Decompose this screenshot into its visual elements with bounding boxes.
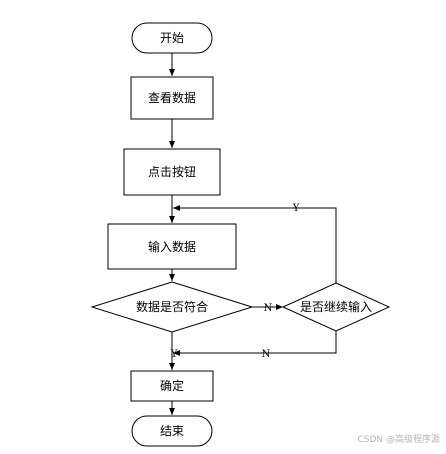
continue-no-label: N (262, 349, 271, 360)
watermark: CSDN @高级程序源 (357, 433, 440, 445)
start-label: 开始 (160, 31, 184, 45)
edge-continue-no (173, 331, 337, 356)
confirm-node: 确定 (130, 370, 214, 402)
match-no-label: N (264, 303, 273, 314)
view-data-label: 查看数据 (148, 90, 196, 105)
edge-continue-yes (173, 205, 337, 283)
input-data-node: 输入数据 (107, 223, 237, 270)
data-match-decision: 数据是否符合 (90, 281, 254, 333)
continue-input-decision: 是否继续输入 (281, 282, 391, 332)
end-label: 结束 (160, 424, 184, 438)
data-match-label: 数据是否符合 (136, 299, 208, 314)
continue-yes-label: Y (292, 203, 300, 214)
click-button-label: 点击按钮 (148, 164, 196, 179)
end-node: 结束 (131, 415, 213, 447)
click-button-node: 点击按钮 (123, 148, 221, 196)
input-data-label: 输入数据 (148, 239, 196, 254)
confirm-label: 确定 (160, 378, 184, 393)
start-node: 开始 (131, 22, 213, 54)
match-yes-label: Y (170, 349, 178, 360)
continue-input-label: 是否继续输入 (300, 299, 372, 314)
view-data-node: 查看数据 (130, 76, 214, 120)
